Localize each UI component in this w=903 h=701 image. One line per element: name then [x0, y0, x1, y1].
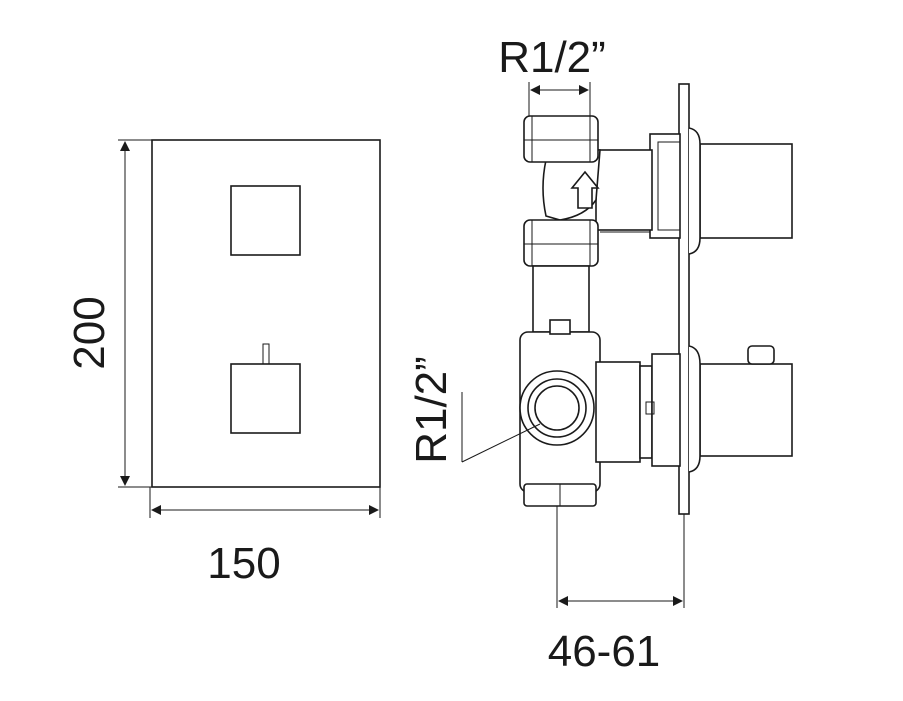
lower-neck — [595, 361, 641, 463]
lower-handle — [699, 363, 793, 457]
lower-body-cap — [549, 319, 571, 335]
lower-rosette — [688, 345, 701, 473]
side-inlet-inner — [534, 385, 580, 431]
lower-knob-indicator — [262, 343, 270, 365]
side-inlet-middle — [527, 378, 587, 438]
inlet-side-label: R1/2” — [407, 356, 456, 464]
upper-rosette — [688, 127, 701, 255]
inlet-top-label: R1/2” — [498, 33, 606, 82]
upper-handle — [699, 143, 793, 239]
lower-knob — [230, 363, 301, 434]
lower-handle-pin — [747, 345, 775, 365]
height-label: 200 — [65, 296, 114, 369]
depth-label: 46-61 — [548, 627, 661, 676]
middle-nut — [523, 219, 599, 267]
side-view: R1/2” — [407, 33, 793, 676]
upper-neck — [595, 149, 653, 231]
front-plate — [151, 139, 381, 488]
upper-flange-inner — [657, 141, 681, 231]
upper-knob — [230, 185, 301, 256]
side-inlet-outer — [519, 370, 595, 446]
inlet-side-leader — [461, 423, 541, 463]
lower-body-screw — [645, 401, 655, 415]
top-nut — [523, 115, 599, 163]
width-label: 150 — [207, 539, 280, 588]
flow-arrow-icon — [570, 170, 600, 209]
front-view: 200 150 — [65, 139, 381, 588]
upper-flange — [649, 133, 681, 239]
lower-flange — [651, 353, 681, 467]
